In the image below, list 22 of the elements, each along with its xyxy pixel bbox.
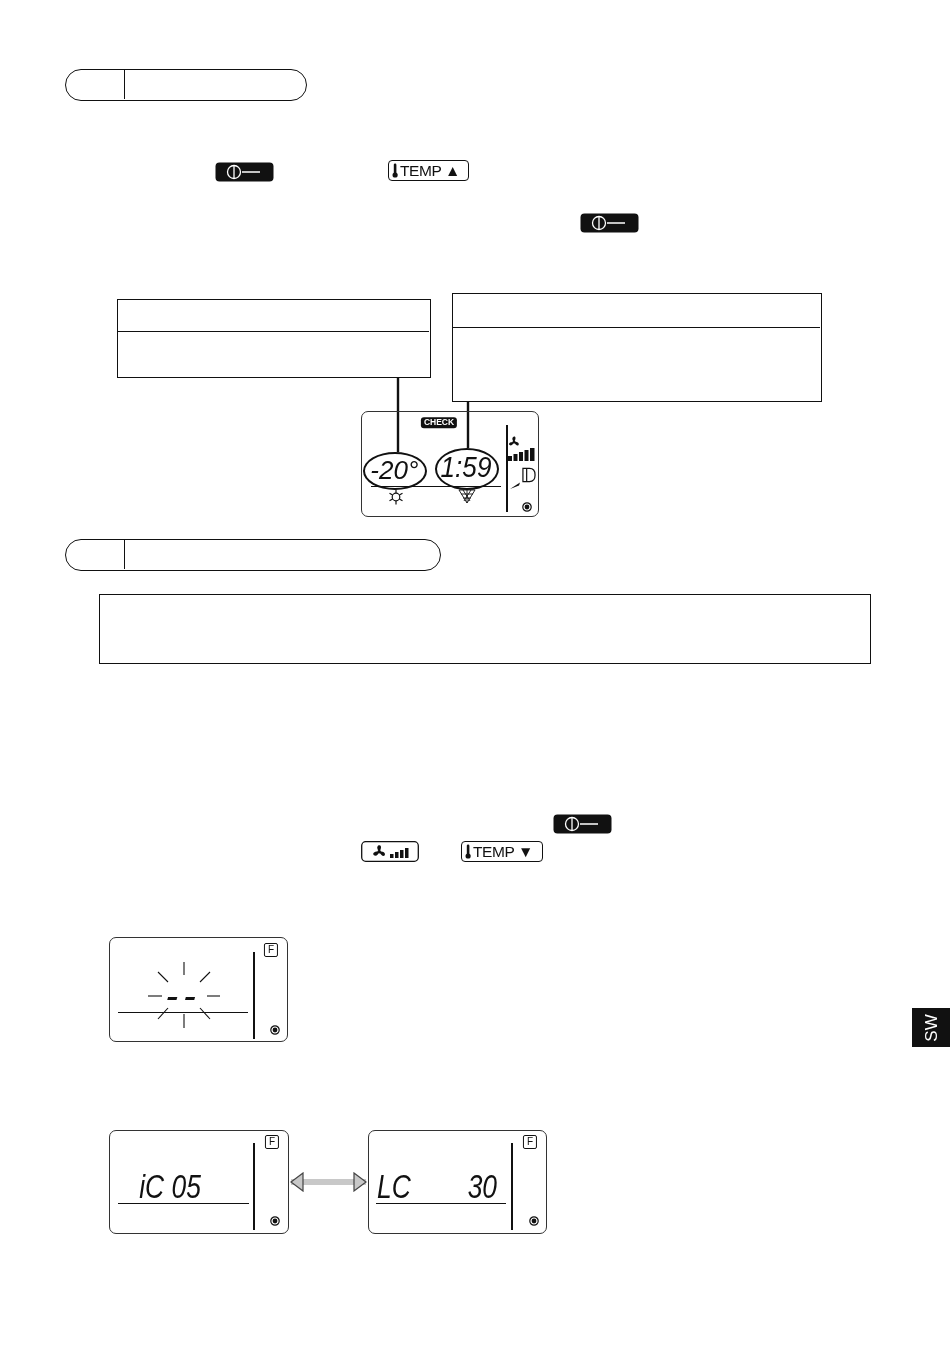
- lcd-display: [368, 1130, 547, 1234]
- lcd-display: [109, 1130, 289, 1234]
- lcd-reading: --: [166, 985, 202, 1006]
- lcd-reading: 1:59: [440, 456, 492, 480]
- language-tab: [912, 1008, 950, 1047]
- temp-up-button: TEMP ▲: [388, 160, 469, 181]
- leader-line: [396, 378, 400, 453]
- highlight-ellipse: [434, 447, 499, 490]
- lcd-reading: LC 30: [377, 1173, 497, 1201]
- lcd-reading: -20°: [370, 459, 419, 481]
- highlight-ellipse: [362, 451, 427, 490]
- lcd-display: [109, 937, 288, 1042]
- tab-label: SW: [922, 1013, 940, 1042]
- leader-line: [466, 402, 470, 448]
- lcd-display: [361, 411, 539, 517]
- callout-box: [452, 293, 822, 402]
- callout-box: [117, 299, 431, 378]
- double-arrow: [290, 1172, 367, 1192]
- lcd-reading: iC 05: [139, 1173, 201, 1201]
- check-indicator: CHECK: [420, 416, 458, 429]
- temp-down-button: TEMP ▼: [461, 841, 543, 862]
- note-box: [99, 594, 871, 664]
